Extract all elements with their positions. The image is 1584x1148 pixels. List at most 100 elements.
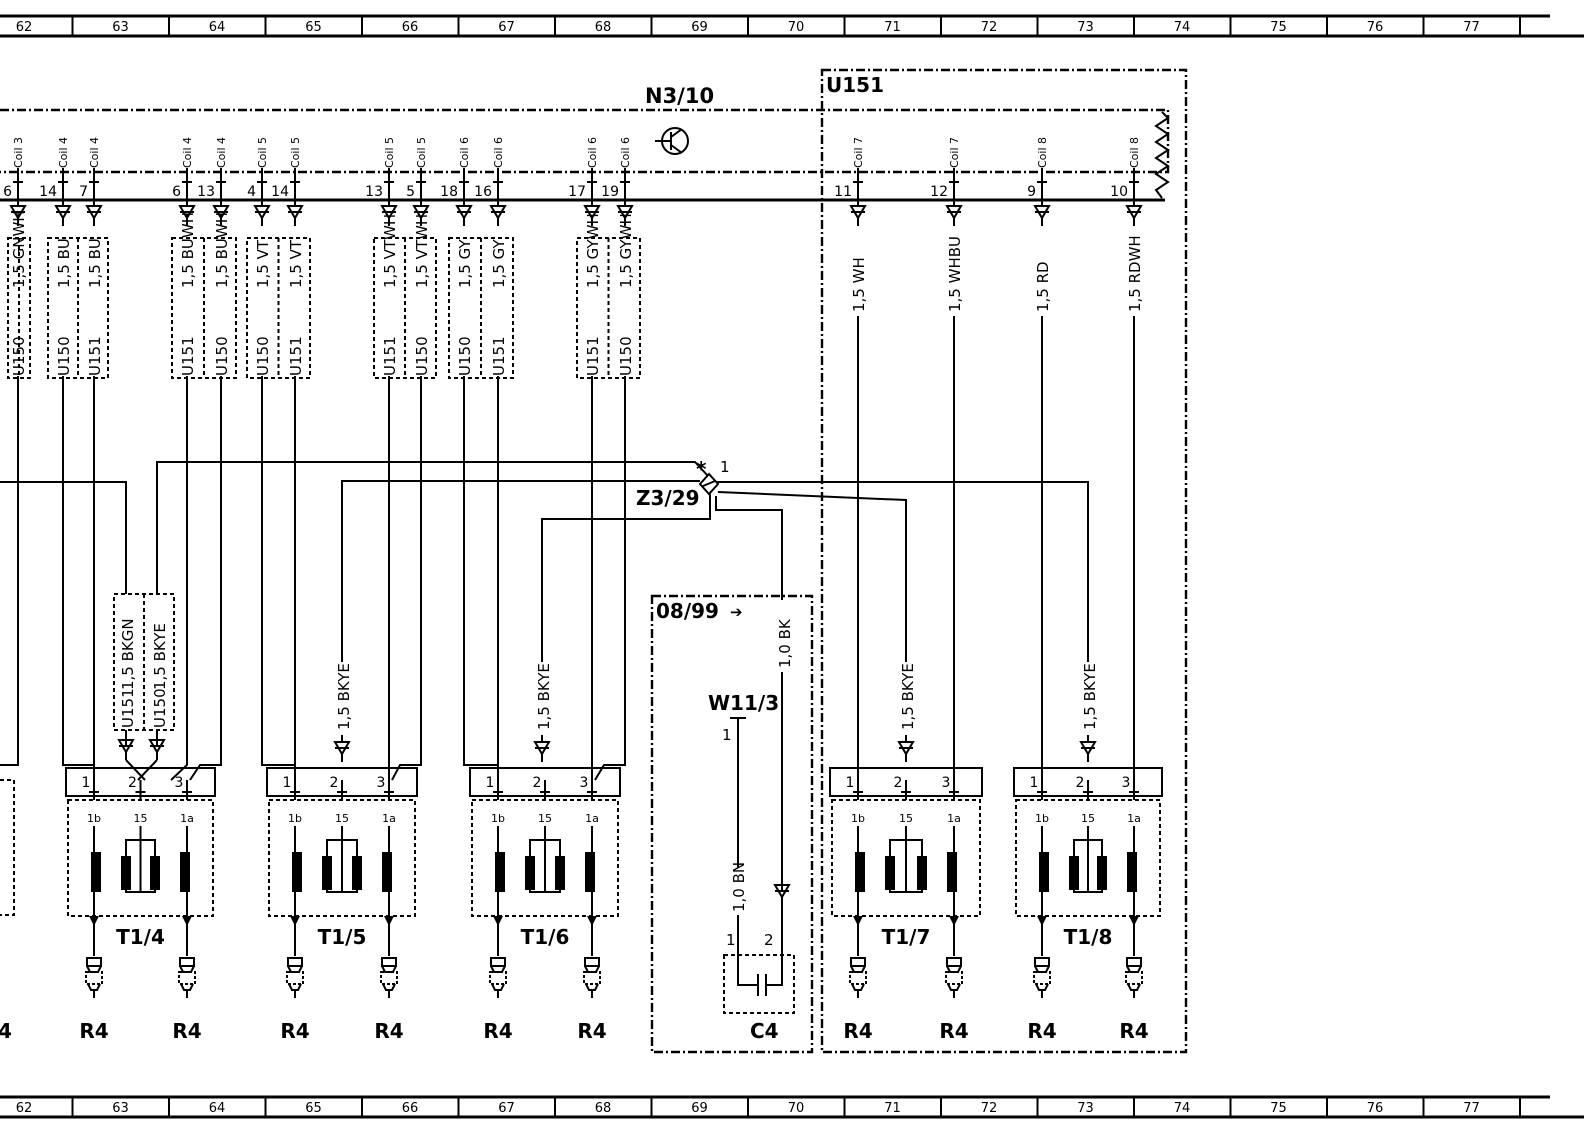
grid-column-number: 62 [16,20,33,35]
n3-10-module-outline [0,108,1170,174]
svg-text:13: 13 [365,184,383,200]
svg-text:1,5 GY: 1,5 GY [490,239,508,288]
spark-plug-label: R4 [577,1019,606,1043]
svg-text:1: 1 [846,775,855,791]
svg-text:16: 16 [474,184,492,200]
svg-text:1,5 BKYE: 1,5 BKYE [899,663,917,730]
grid-column-number: 71 [884,1101,901,1116]
svg-text:5: 5 [406,184,415,200]
z3-29-label: Z3/29 [636,486,700,510]
svg-text:Coil 4: Coil 4 [215,137,228,168]
coil-pack-label: T1/7 [882,925,931,949]
grid-column-number: 65 [305,20,322,35]
svg-text:15: 15 [899,812,913,825]
svg-text:6: 6 [172,184,181,200]
w11-3-label: W11/3 [708,691,779,715]
grid-column-number: 75 [1270,20,1287,35]
grid-column-number: 64 [209,20,226,35]
svg-text:14: 14 [271,184,289,200]
spark-plug-label: R4 [374,1019,403,1043]
svg-text:1,5 BKGN: 1,5 BKGN [119,618,137,690]
svg-text:1: 1 [283,775,292,791]
svg-text:18: 18 [440,184,458,200]
svg-text:2: 2 [1076,775,1085,791]
date-arrow-icon: ➔ [730,603,743,621]
connector-pin: Coil 6 18 1,5 GY U150 [440,137,474,376]
svg-text:Coil 4: Coil 4 [88,137,101,168]
svg-text:U151: U151 [86,336,104,376]
svg-text:1a: 1a [1127,812,1141,825]
svg-text:1,5 VTWH: 1,5 VTWH [381,214,399,288]
grid-column-number: 76 [1367,20,1384,35]
svg-text:15: 15 [134,812,148,825]
svg-text:1a: 1a [180,812,194,825]
svg-text:U150: U150 [213,336,231,376]
svg-text:U151: U151 [287,336,305,376]
svg-text:1,5 BUWH: 1,5 BUWH [213,212,231,288]
c4-label: C4 [750,1019,779,1043]
svg-text:Coil 4: Coil 4 [57,137,70,168]
svg-text:Coil 7: Coil 7 [852,137,865,168]
svg-text:1,5 BU: 1,5 BU [86,238,104,288]
grid-column-number: 69 [691,20,708,35]
svg-text:U151: U151 [179,336,197,376]
svg-text:1a: 1a [585,812,599,825]
svg-text:Coil 5: Coil 5 [256,137,269,168]
splice-star: * [696,457,707,481]
svg-text:10: 10 [1110,184,1128,200]
zigzag-break-icon [1154,111,1170,199]
svg-text:U150: U150 [456,336,474,376]
svg-text:1,5 GY: 1,5 GY [456,239,474,288]
svg-text:13: 13 [197,184,215,200]
svg-text:12: 12 [930,184,948,200]
svg-text:U151: U151 [584,336,602,376]
svg-text:2: 2 [894,775,903,791]
grid-column-number: 62 [16,1101,33,1116]
svg-text:1a: 1a [382,812,396,825]
svg-text:3: 3 [942,775,951,791]
svg-text:15: 15 [1081,812,1095,825]
svg-text:Coil 6: Coil 6 [458,137,471,168]
svg-text:1: 1 [82,775,91,791]
svg-text:1,5 GYWH: 1,5 GYWH [584,213,602,288]
svg-text:U151: U151 [490,336,508,376]
svg-text:Coil 5: Coil 5 [383,137,396,168]
grid-column-number: 72 [981,1101,998,1116]
c4-pin1: 1 [726,931,736,949]
svg-text:Coil 6: Coil 6 [492,137,505,168]
date-box-label: 08/99 [656,599,719,623]
grid-column-number: 64 [209,1101,226,1116]
grid-column-number: 63 [112,1101,129,1116]
svg-text:1a: 1a [947,812,961,825]
svg-text:1,5 BKYE: 1,5 BKYE [1081,663,1099,730]
svg-text:1,5 GNWH: 1,5 GNWH [10,210,28,288]
grid-column-number: 74 [1174,1101,1191,1116]
n3-10-label: N3/10 [645,84,714,108]
svg-text:Coil 3: Coil 3 [12,137,25,168]
svg-text:1,5 GYWH: 1,5 GYWH [617,213,635,288]
grid-column-number: 69 [691,1101,708,1116]
spark-plug-label: R4 [843,1019,872,1043]
svg-text:U150: U150 [254,336,272,376]
spark-plug-label: R4 [172,1019,201,1043]
svg-text:Coil 5: Coil 5 [289,137,302,168]
svg-text:1,5 VT: 1,5 VT [254,239,272,288]
w11-3-pin: 1 [722,726,732,744]
connector-pin: Coil 6 16 1,5 GY U151 [474,137,508,376]
